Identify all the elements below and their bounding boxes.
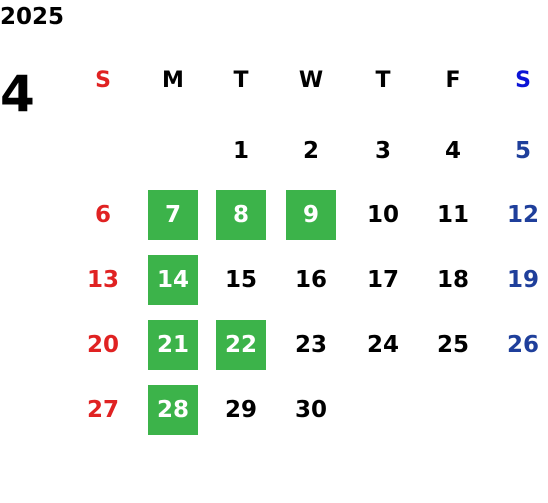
weekday-header: S (515, 68, 531, 93)
day-cell[interactable]: 20 (86, 331, 119, 358)
day-cell[interactable]: 13 (86, 266, 119, 293)
day-cell[interactable]: 17 (366, 266, 399, 293)
day-cell-highlighted[interactable]: 14 (148, 255, 198, 305)
day-cell[interactable]: 18 (436, 266, 469, 293)
weekday-header: T (233, 68, 249, 93)
day-cell-highlighted[interactable]: 8 (216, 190, 266, 240)
weekday-header: F (445, 68, 461, 93)
day-cell[interactable]: 1 (232, 137, 249, 164)
day-cell-highlighted[interactable]: 28 (148, 385, 198, 435)
day-cell[interactable]: 11 (436, 201, 469, 228)
day-cell[interactable]: 2 (302, 137, 319, 164)
weekday-header: T (375, 68, 391, 93)
weekday-header: S (95, 68, 111, 93)
day-cell[interactable]: 10 (366, 201, 399, 228)
day-cell[interactable]: 4 (444, 137, 461, 164)
day-cell[interactable]: 15 (224, 266, 257, 293)
year-label: 2025 (0, 4, 65, 30)
day-cell[interactable]: 12 (506, 201, 539, 228)
day-cell[interactable]: 23 (294, 331, 327, 358)
day-cell[interactable]: 16 (294, 266, 327, 293)
weekday-header: M (162, 68, 184, 93)
day-cell[interactable]: 19 (506, 266, 539, 293)
day-cell[interactable]: 26 (506, 331, 539, 358)
day-cell-highlighted[interactable]: 22 (216, 320, 266, 370)
month-number: 4 (0, 65, 35, 123)
day-cell[interactable]: 5 (514, 137, 531, 164)
day-cell[interactable]: 3 (374, 137, 391, 164)
day-cell[interactable]: 30 (294, 396, 327, 423)
weekday-header: W (298, 68, 324, 93)
day-cell[interactable]: 6 (94, 201, 111, 228)
day-cell[interactable]: 29 (224, 396, 257, 423)
day-cell-highlighted[interactable]: 7 (148, 190, 198, 240)
day-cell[interactable]: 24 (366, 331, 399, 358)
day-cell-highlighted[interactable]: 21 (148, 320, 198, 370)
day-cell[interactable]: 27 (86, 396, 119, 423)
day-cell-highlighted[interactable]: 9 (286, 190, 336, 240)
day-cell[interactable]: 25 (436, 331, 469, 358)
